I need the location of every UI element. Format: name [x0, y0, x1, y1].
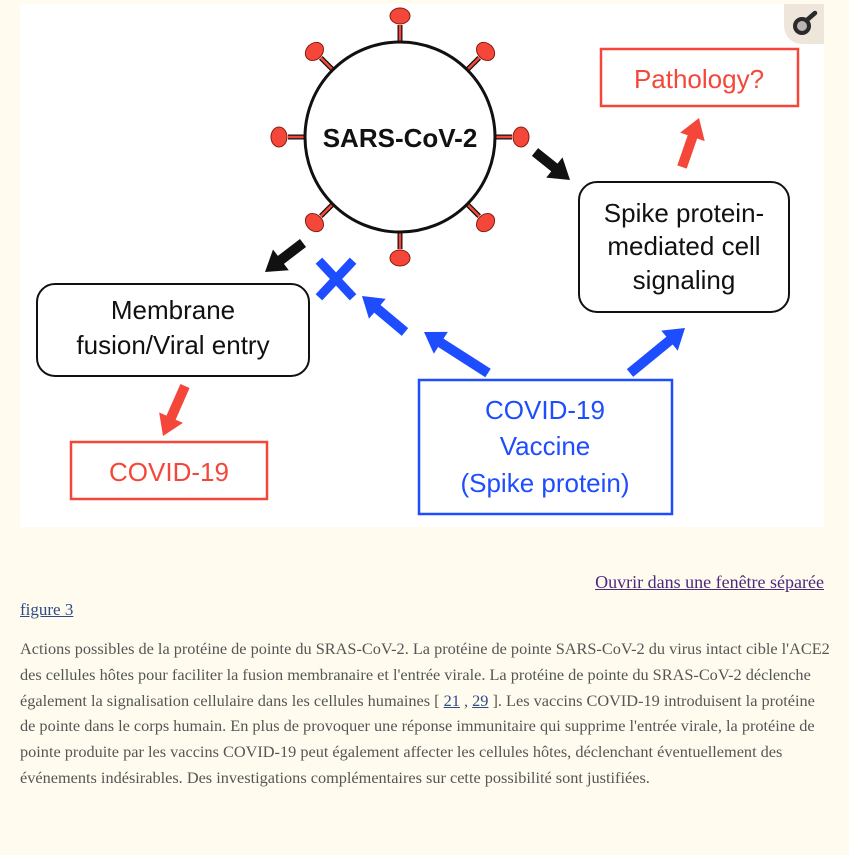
arrow-membrane-to-covid — [159, 383, 190, 436]
vaccine-box — [417, 378, 674, 516]
arrow-vaccine-to-blocked-entry — [424, 331, 491, 378]
arrow-vaccine-to-blocked-x — [362, 296, 409, 336]
diagram: SARS-CoV-2 Pathology? Spike protein- med… — [36, 7, 800, 516]
figure-label-link[interactable]: figure 3 — [20, 600, 74, 619]
spike — [389, 232, 411, 267]
covid-box — [69, 440, 269, 501]
spike — [465, 202, 496, 233]
membrane-box-line: fusion/Viral entry — [76, 330, 269, 360]
spike-box-line: signaling — [633, 265, 736, 295]
vaccine-box-line: COVID-19 — [485, 395, 605, 425]
covid-label: COVID-19 — [109, 457, 229, 487]
spike-box-line: Spike protein- — [604, 198, 764, 228]
membrane-fusion-box — [36, 283, 310, 377]
blocked-x-icon — [315, 257, 357, 301]
open-separate-window-link[interactable]: Ouvrir dans une fenêtre séparée — [595, 572, 824, 592]
arrow-signaling-to-pathology — [677, 118, 705, 169]
caption-text: Actions possibles de la protéine de poin… — [20, 639, 830, 710]
reference-link-21[interactable]: 21 — [443, 690, 460, 710]
virus-label: SARS-CoV-2 — [323, 123, 478, 153]
spike — [270, 126, 305, 148]
spike — [389, 7, 411, 42]
arrow-virus-to-signaling — [531, 148, 570, 180]
spike-signaling-box — [578, 181, 790, 313]
arrow-vaccine-to-signaling — [626, 328, 685, 377]
spike — [495, 126, 530, 148]
reference-link-29[interactable]: 29 — [472, 690, 489, 710]
spike — [465, 41, 496, 72]
spike-box-line: mediated cell — [607, 231, 760, 261]
virus-body — [303, 40, 497, 234]
vaccine-box-line: (Spike protein) — [460, 468, 629, 498]
virus-spikes — [270, 7, 530, 267]
vaccine-box-line: Vaccine — [500, 431, 591, 461]
figure-image[interactable]: SARS-CoV-2 Pathology? Spike protein- med… — [20, 4, 824, 527]
pathology-label: Pathology? — [634, 64, 764, 94]
zoom-button[interactable] — [784, 4, 824, 44]
figure-caption: Actions possibles de la protéine de poin… — [20, 636, 832, 791]
pathology-box — [599, 47, 800, 108]
arrow-virus-to-membrane — [265, 239, 307, 272]
magnifier-icon — [793, 10, 818, 35]
spike — [304, 41, 335, 72]
membrane-box-line: Membrane — [111, 295, 235, 325]
caption-text: ]. Les vaccins COVID-19 introduisent la … — [20, 690, 815, 787]
caption-text: , — [459, 690, 473, 710]
spike — [304, 202, 335, 233]
